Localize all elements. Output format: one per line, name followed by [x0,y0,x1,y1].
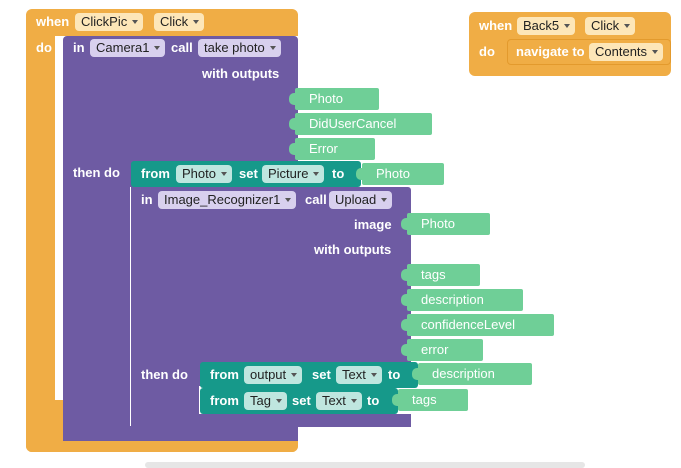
call-label: call [171,40,193,55]
in-label-2: in [141,192,153,207]
output-error[interactable]: Error [289,138,375,160]
component-dropdown-clickpic[interactable]: ClickPic [75,13,144,31]
chevron-down-icon [193,20,200,24]
set-block-tag-text[interactable] [200,388,398,414]
chevron-down-icon [564,24,571,28]
workspace-scrollbar[interactable] [145,462,585,468]
to-label-3: to [367,393,380,408]
value-tags[interactable]: tags [392,389,468,411]
chevron-down-icon [313,172,320,176]
from-label-3: from [210,393,239,408]
then-do-label: then do [73,165,120,180]
screen-dropdown-contents[interactable]: Contents [589,43,664,61]
chevron-down-icon [154,46,161,50]
event-dropdown-click-2[interactable]: Click [585,17,636,35]
to-label-2: to [388,367,401,382]
output-did-user-cancel[interactable]: DidUserCancel [289,113,432,135]
navigate-to-label: navigate to [516,44,585,59]
chevron-down-icon [624,24,631,28]
chevron-down-icon [370,373,377,377]
recognizer-dropdown[interactable]: Image_Recognizer1 [158,191,297,209]
do-label-2: do [479,44,495,59]
method-dropdown-upload[interactable]: Upload [329,191,393,209]
to-label: to [332,166,345,181]
value-description[interactable]: description [412,363,532,385]
chevron-down-icon [220,172,227,176]
chevron-down-icon [350,399,357,403]
chevron-down-icon [275,399,282,403]
set-label-3: set [292,393,311,408]
output-photo[interactable]: Photo [289,88,379,110]
set-property-dropdown-text-2[interactable]: Text [316,392,362,410]
chevron-down-icon [291,373,298,377]
value-photo[interactable]: Photo [356,163,444,185]
chevron-down-icon [132,20,139,24]
from-label-2: from [210,367,239,382]
set-property-dropdown-picture[interactable]: Picture [262,165,325,183]
chevron-down-icon [381,198,388,202]
from-label: from [141,166,170,181]
component-dropdown-back5[interactable]: Back5 [517,17,576,35]
event-dropdown-click[interactable]: Click [154,13,205,31]
chevron-down-icon [269,46,276,50]
image-value-photo[interactable]: Photo [401,213,490,235]
set-label-2: set [312,367,331,382]
output-error-2[interactable]: error [401,339,483,361]
in-label: in [73,40,85,55]
camera-dropdown[interactable]: Camera1 [90,39,166,57]
set-label: set [239,166,258,181]
do-label: do [36,40,52,55]
then-do-label-2: then do [141,367,188,382]
chevron-down-icon [285,198,292,202]
output-confidence-level[interactable]: confidenceLevel [401,314,554,336]
call-label-2: call [305,192,327,207]
set-component-dropdown-output[interactable]: output [244,366,303,384]
when-label-2: when [479,18,513,33]
with-outputs-label: with outputs [202,66,280,81]
when-label: when [36,14,70,29]
set-component-dropdown-photo[interactable]: Photo [176,165,232,183]
image-param-label: image [354,217,392,232]
method-dropdown-take-photo[interactable]: take photo [198,39,281,57]
set-component-dropdown-tag[interactable]: Tag [244,392,287,410]
set-property-dropdown-text[interactable]: Text [336,366,382,384]
output-description[interactable]: description [401,289,523,311]
output-tags[interactable]: tags [401,264,480,286]
with-outputs-label-2: with outputs [314,242,392,257]
chevron-down-icon [652,50,659,54]
